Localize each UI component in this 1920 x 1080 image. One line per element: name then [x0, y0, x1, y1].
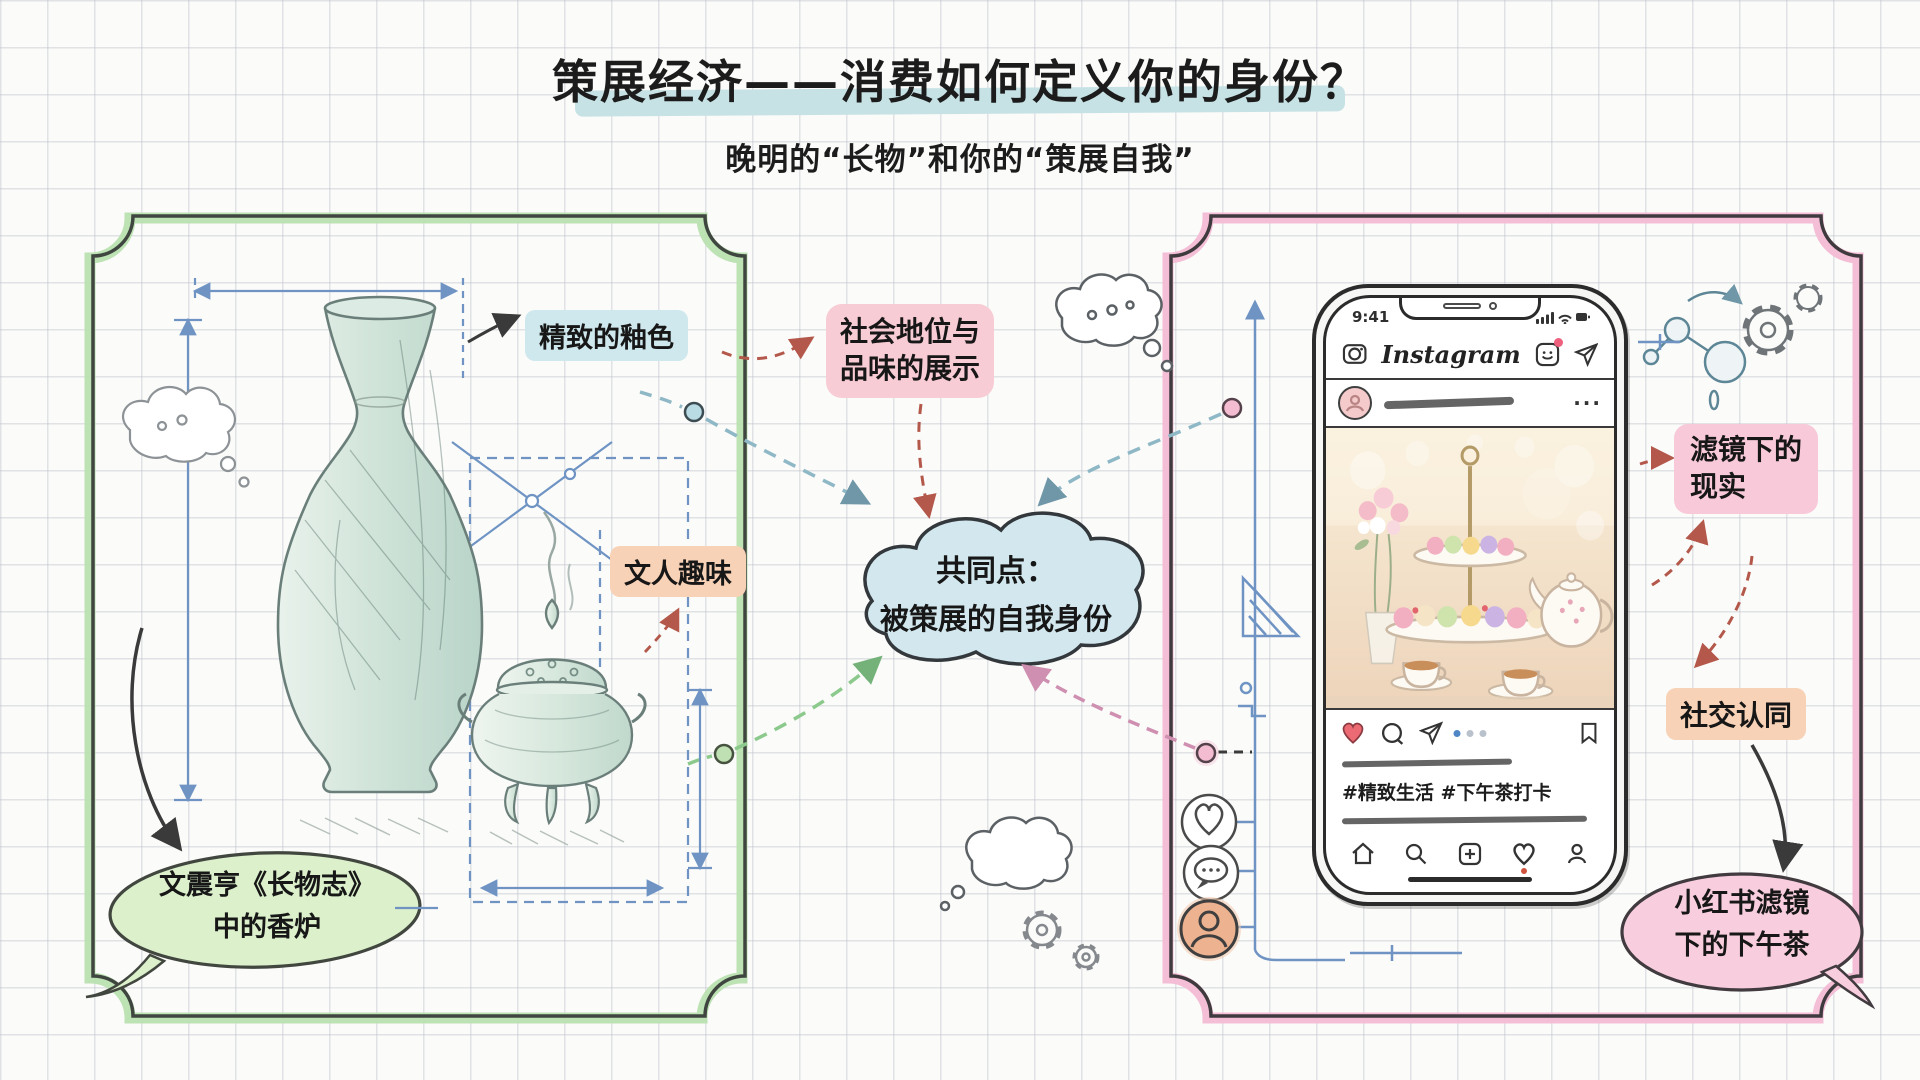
signal-icon — [1536, 312, 1554, 324]
incense-smoke — [542, 511, 557, 613]
page-title: 策展经济——消费如何定义你的身份？ — [552, 55, 1368, 109]
share-plane-icon[interactable] — [1573, 342, 1598, 367]
post-hashtags[interactable]: #精致生活 #下午茶打卡 — [1342, 782, 1552, 804]
phone-screen: 9:41 — [1323, 295, 1617, 895]
instagram-logo: Instagram — [1381, 339, 1521, 369]
camera-icon[interactable] — [1342, 341, 1367, 367]
new-post-icon[interactable] — [1457, 841, 1483, 867]
afternoon-tea-photo — [1326, 428, 1614, 708]
inbox-icon[interactable] — [1535, 342, 1560, 367]
thought-cloud-bottom-icon — [939, 816, 1073, 912]
caption-scribble-top — [1341, 758, 1513, 768]
status-display-label: 社会地位与 品味的展示 — [826, 304, 995, 398]
cloud-line2: 被策展的自我身份 — [879, 601, 1112, 636]
activity-heart-icon[interactable] — [1511, 841, 1537, 867]
right-panel-frame — [1162, 212, 1864, 1024]
arrow-to-pink-bubble — [1750, 744, 1804, 873]
filter-arrows — [1639, 446, 1754, 669]
wifi-icon — [1558, 314, 1572, 323]
avatar-person-icon — [1345, 394, 1365, 412]
phone-nav-bar — [1326, 831, 1614, 877]
bookmark-icon[interactable] — [1578, 721, 1600, 745]
profile-icon[interactable] — [1564, 841, 1590, 867]
caption-scribble-bottom — [1341, 815, 1588, 825]
like-heart-icon[interactable] — [1340, 720, 1366, 746]
teapot — [1528, 572, 1614, 648]
filter-reality-label: 滤镜下的 现实 — [1674, 424, 1819, 514]
battery-icon — [1576, 313, 1590, 321]
share-icon[interactable] — [1419, 721, 1443, 745]
search-icon[interactable] — [1403, 841, 1429, 867]
pink-bubble-line2: 下的下午茶 — [1674, 929, 1810, 961]
page-subtitle: 晚明的“长物”和你的“策展自我” — [725, 142, 1195, 178]
connector-teal-right — [1037, 397, 1243, 507]
green-bubble-line1: 文震亨《长物志》 — [159, 870, 375, 901]
phone-mockup: 9:41 — [1312, 284, 1628, 906]
floating-avatar-icon — [1177, 897, 1241, 961]
comment-icon[interactable] — [1380, 721, 1405, 746]
macarons-top — [1426, 535, 1515, 556]
green-bubble-line2: 中的香炉 — [213, 911, 321, 943]
connector-pink-right — [1021, 663, 1252, 766]
arrow-to-green-bubble — [130, 627, 183, 852]
status-time: 9:41 — [1352, 308, 1390, 326]
phone-dimension-lines — [1236, 299, 1680, 962]
red-dash-to-literati — [643, 607, 680, 653]
notification-dot — [1553, 337, 1563, 347]
carousel-dots — [1453, 729, 1487, 737]
molecule-icon — [1642, 283, 1747, 411]
left-panel-frame — [84, 212, 748, 1024]
activity-badge-dot — [1520, 868, 1527, 874]
literati-label: 文人趣味 — [610, 546, 746, 597]
social-approval-label: 社交认同 — [1666, 688, 1807, 740]
green-bubble-text: 文震亨《长物志》 中的香炉 — [123, 868, 411, 945]
username-scribble — [1383, 396, 1515, 410]
home-indicator — [1408, 877, 1532, 882]
status-icons — [1536, 312, 1590, 324]
thought-doodle-icon — [122, 385, 250, 488]
gear-top-right-icon — [1742, 283, 1823, 356]
thought-cloud-top-icon — [1055, 273, 1174, 373]
teacups — [1390, 660, 1554, 700]
post-caption: #精致生活 #下午茶打卡 — [1326, 756, 1614, 831]
post-photo[interactable] — [1326, 426, 1614, 710]
connector-green-left — [687, 655, 883, 766]
pink-bubble-text: 小红书滤镜 下的下午茶 — [1630, 886, 1854, 963]
filter-reality-line2: 现实 — [1690, 469, 1747, 503]
inbox-icon-wrap[interactable] — [1535, 337, 1563, 367]
cloud-text: 共同点： 被策展的自我身份 — [858, 552, 1134, 638]
home-icon[interactable] — [1350, 841, 1376, 867]
antique-sketch-layer — [122, 278, 712, 910]
gears-bottom-icon — [1022, 910, 1100, 971]
post-avatar[interactable] — [1338, 386, 1372, 420]
vase-sketch — [276, 295, 484, 836]
status-display-line2: 品味的展示 — [840, 351, 981, 385]
floating-comment-icon — [1182, 844, 1240, 902]
instagram-header: Instagram — [1326, 330, 1614, 380]
activity-wrap[interactable] — [1511, 841, 1537, 874]
status-bar: 9:41 — [1326, 298, 1614, 330]
filter-reality-line1: 滤镜下的 — [1690, 433, 1803, 466]
phone-notch — [1399, 298, 1541, 320]
pink-caption-bubble — [1620, 872, 1876, 1010]
glaze-label: 精致的釉色 — [525, 310, 688, 361]
pink-bubble-line1: 小红书滤镜 — [1674, 888, 1810, 919]
common-point-cloud — [863, 511, 1145, 666]
tiered-stand — [1385, 445, 1555, 644]
front-camera-dot — [1489, 302, 1497, 310]
status-display-line1: 社会地位与 — [840, 315, 981, 348]
post-action-row — [1326, 710, 1614, 756]
post-header-row: ··· — [1326, 380, 1614, 426]
speaker-slot — [1443, 303, 1481, 309]
connector-red-center — [721, 336, 937, 519]
censer-sketch — [457, 511, 647, 846]
floating-like-icon — [1180, 793, 1238, 851]
post-more-icon[interactable]: ··· — [1573, 391, 1602, 415]
arrow-to-glaze-label — [467, 313, 522, 344]
green-caption-bubble — [85, 851, 422, 999]
header: 策展经济——消费如何定义你的身份？ 晚明的“长物”和你的“策展自我” — [0, 46, 1920, 179]
cloud-line1: 共同点： — [936, 554, 1056, 589]
connector-teal-left — [639, 390, 872, 505]
